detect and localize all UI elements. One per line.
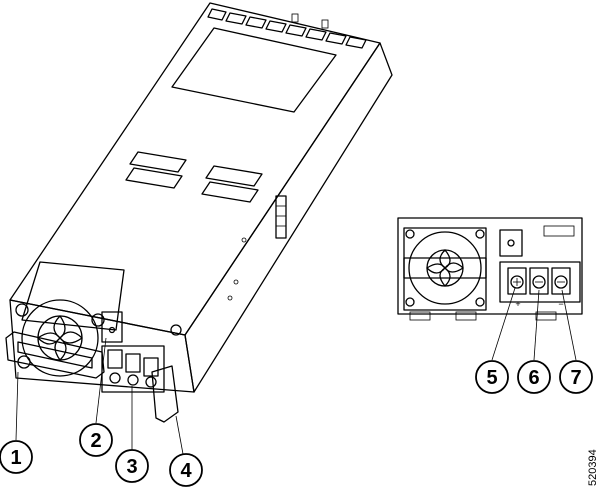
terminal-screw-icon — [145, 376, 157, 388]
callout-7: 7 — [559, 360, 593, 394]
svg-text:2: 2 — [90, 430, 101, 452]
power-supply-rear-view: + − — [397, 217, 583, 321]
side-screw-icon — [227, 295, 233, 301]
svg-text:5: 5 — [486, 367, 497, 389]
front-screw-icon — [170, 324, 182, 336]
svg-text:7: 7 — [570, 367, 581, 389]
figure-id: 520394 — [587, 449, 599, 486]
svg-text:3: 3 — [126, 456, 137, 478]
polarity-minus-label: − — [558, 299, 563, 309]
ejector-handle[interactable] — [5, 331, 105, 379]
terminal-screw-icon — [109, 372, 121, 384]
terminal-screw-icon — [554, 275, 568, 289]
side-screw-icon — [233, 279, 239, 285]
leader-lines — [15, 287, 577, 455]
callout-6: 6 — [517, 360, 551, 394]
side-screw-icon — [241, 237, 247, 243]
svg-text:6: 6 — [528, 367, 539, 389]
callout-1: 1 — [0, 440, 33, 474]
rear-terminal-block — [499, 261, 581, 303]
chassis-side-face — [184, 42, 393, 393]
rear-vent-slots — [207, 8, 367, 49]
status-led — [101, 311, 123, 343]
rear-fan-icon — [408, 231, 482, 305]
release-latch[interactable] — [151, 365, 179, 423]
top-ridge-vents — [125, 151, 263, 203]
svg-text:1: 1 — [10, 447, 21, 469]
terminal-screw-icon — [532, 275, 546, 289]
rear-panel — [397, 217, 583, 315]
side-ridge — [275, 195, 287, 239]
top-label-area — [171, 27, 337, 113]
rear-led-icon — [507, 239, 515, 247]
terminal-screw-icon — [510, 275, 524, 289]
callout-4: 4 — [169, 453, 203, 487]
polarity-plus-label: + — [515, 299, 520, 309]
callout-3: 3 — [115, 449, 149, 483]
power-supply-isometric — [5, 2, 393, 423]
svg-text:4: 4 — [180, 460, 192, 482]
callout-2: 2 — [79, 423, 113, 457]
callout-5: 5 — [475, 360, 509, 394]
chassis-front-face — [9, 299, 195, 393]
terminal-screw-icon — [127, 374, 139, 386]
